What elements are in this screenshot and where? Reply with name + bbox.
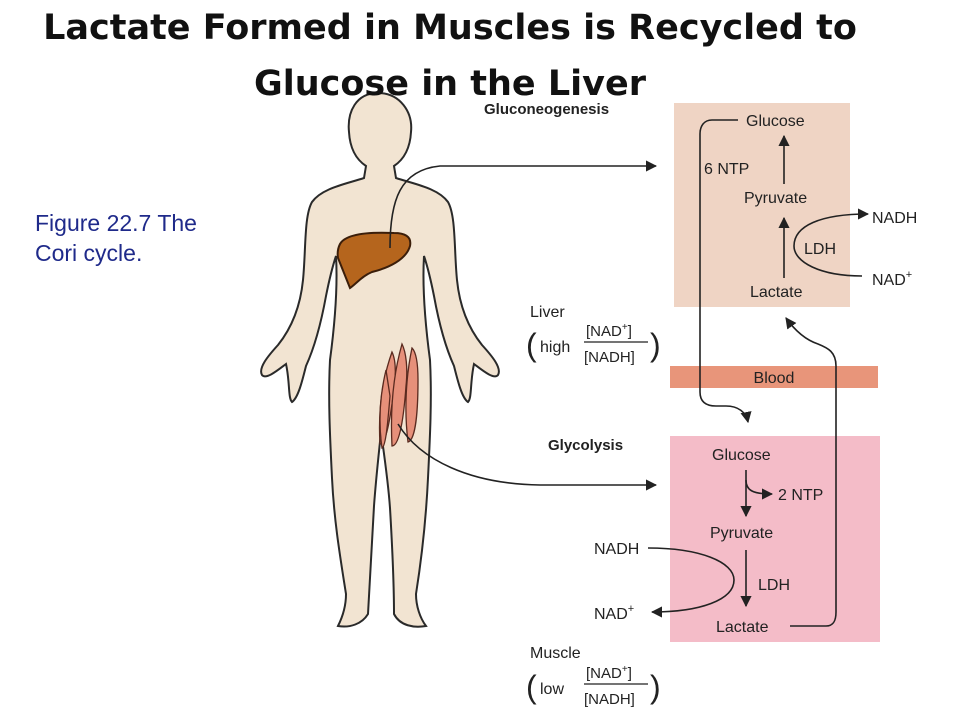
liver-ratio-num-end: ] bbox=[628, 323, 632, 340]
arrow-liver-to-gluconeogenesis bbox=[389, 160, 658, 249]
arrow-muscle-to-glycolysis bbox=[397, 423, 658, 491]
muscle-ldh: LDH bbox=[758, 577, 790, 594]
muscle-ratio-close-paren: ) bbox=[650, 669, 661, 705]
muscle-fiber bbox=[379, 369, 391, 449]
blood-band bbox=[670, 366, 878, 388]
caption-line2: Cori cycle. bbox=[35, 240, 143, 266]
liver-ratio-open-paren: ( bbox=[526, 327, 537, 363]
muscle-ratio-organ: Muscle bbox=[530, 645, 581, 662]
blood-label: Blood bbox=[754, 370, 795, 387]
liver-nad-sup: + bbox=[906, 269, 912, 281]
liver-ratio-close-paren: ) bbox=[650, 327, 661, 363]
muscle-nadh: NADH bbox=[594, 541, 639, 558]
liver-ratio-num-sup: + bbox=[622, 322, 628, 333]
muscle-ratio-numerator: [NAD+] bbox=[586, 664, 632, 682]
liver-ratio-num-text: [NAD bbox=[586, 323, 622, 340]
slide-title-line1: Lactate Formed in Muscles is Recycled to bbox=[43, 8, 857, 48]
liver-lactate: Lactate bbox=[750, 284, 803, 301]
liver-nad-text: NAD bbox=[872, 272, 906, 289]
liver-ratio-numerator: [NAD+] bbox=[586, 322, 632, 340]
muscle-fiber bbox=[405, 346, 419, 443]
muscle-glucose: Glucose bbox=[712, 447, 771, 464]
liver-nadh: NADH bbox=[872, 210, 917, 227]
muscle-fiber bbox=[390, 342, 408, 447]
liver-box bbox=[674, 103, 850, 307]
muscle-ratio-num-end: ] bbox=[628, 665, 632, 682]
liver-organ bbox=[336, 231, 412, 290]
liver-nad: NAD+ bbox=[872, 269, 912, 289]
slide-title: Lactate Formed in Muscles is Recycled to… bbox=[30, 0, 870, 112]
arrow-muscle-lactate-to-liver bbox=[785, 317, 837, 627]
muscle-ratio-open-paren: ( bbox=[526, 669, 537, 705]
muscle-ratio-num-sup: + bbox=[622, 664, 628, 675]
liver-glucose: Glucose bbox=[746, 113, 805, 130]
muscle-ratio-denominator: [NADH] bbox=[584, 691, 635, 708]
curve-muscle-ldh-nad bbox=[647, 547, 735, 618]
muscle-ntp: 2 NTP bbox=[778, 487, 823, 504]
muscle-pyruvate: Pyruvate bbox=[710, 525, 773, 542]
liver-ratio-level: high bbox=[540, 339, 570, 356]
caption-line1: Figure 22.7 The bbox=[35, 210, 197, 236]
curve-liver-ldh-nadh bbox=[793, 208, 870, 277]
liver-ntp: 6 NTP bbox=[704, 161, 749, 178]
thigh-muscles bbox=[378, 342, 419, 449]
liver-ratio-denominator: [NADH] bbox=[584, 349, 635, 366]
liver-pyruvate: Pyruvate bbox=[744, 190, 807, 207]
arrow-ntp-release bbox=[745, 479, 774, 500]
liver-ldh: LDH bbox=[804, 241, 836, 258]
slide-title-line2: Glucose in the Liver bbox=[254, 64, 646, 104]
muscle-nad-ratio: Muscle ( low [NAD+] [NADH] ) bbox=[526, 645, 661, 708]
figure-caption: Figure 22.7 The Cori cycle. bbox=[35, 208, 265, 268]
muscle-box bbox=[670, 436, 880, 642]
muscle-ratio-level: low bbox=[540, 681, 564, 698]
muscle-nad-text: NAD bbox=[594, 606, 628, 623]
arrow-liver-glucose-to-blood bbox=[699, 119, 752, 424]
liver-ratio-organ: Liver bbox=[530, 304, 565, 321]
glycolysis-label: Glycolysis bbox=[548, 437, 623, 454]
muscle-nad-sup: + bbox=[628, 603, 634, 615]
gluconeogenesis-label: Gluconeogenesis bbox=[484, 101, 609, 118]
muscle-ratio-num-text: [NAD bbox=[586, 665, 622, 682]
muscle-nad: NAD+ bbox=[594, 603, 634, 623]
liver-nad-ratio: Liver ( high [NAD+] [NADH] ) bbox=[526, 304, 661, 366]
muscle-lactate: Lactate bbox=[716, 619, 769, 636]
